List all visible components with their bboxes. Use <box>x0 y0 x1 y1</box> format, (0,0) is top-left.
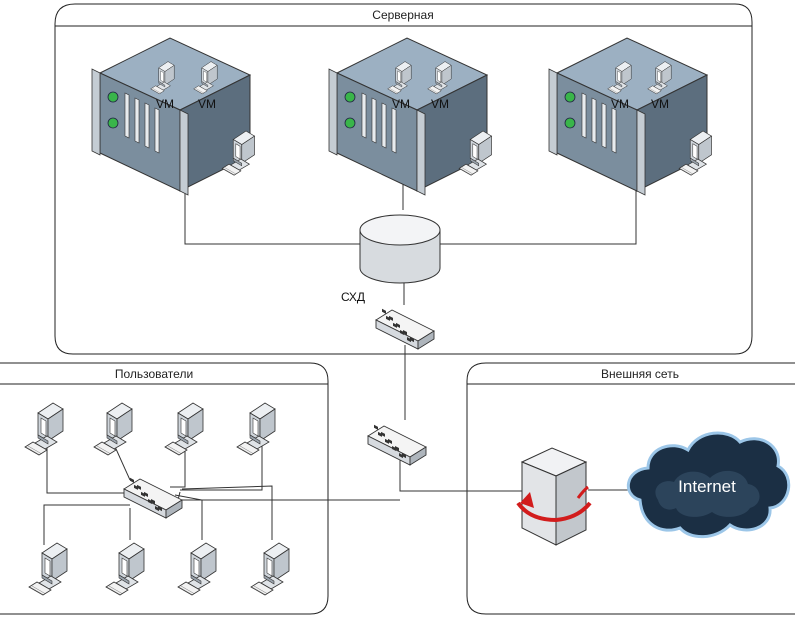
internet-cloud: Internet <box>626 431 791 539</box>
vm-label: VM <box>392 97 410 111</box>
vm-label: VM <box>156 97 174 111</box>
vm-label: VM <box>611 97 629 111</box>
storage-cylinder-icon <box>359 214 441 284</box>
firewall-icon <box>516 447 592 546</box>
vm-label: VM <box>198 97 216 111</box>
internet-label: Internet <box>678 477 736 496</box>
group-users: Пользователи <box>0 362 329 615</box>
group-title-server-room: Серверная <box>372 8 433 22</box>
group-title-users: Пользователи <box>115 367 193 381</box>
storage-label: СХД <box>341 290 365 304</box>
vm-label: VM <box>431 97 449 111</box>
firewall <box>516 447 592 546</box>
distribution-switch <box>367 424 427 466</box>
storage-system: СХД <box>341 214 441 304</box>
rack-server-1: VM VM <box>91 37 255 196</box>
group-title-external-network: Внешняя сеть <box>601 367 679 381</box>
rack-server-3: VM VM <box>548 37 712 196</box>
internet-cloud-icon <box>626 431 791 539</box>
rack-server-2: VM VM <box>328 37 492 196</box>
vm-label: VM <box>651 97 669 111</box>
